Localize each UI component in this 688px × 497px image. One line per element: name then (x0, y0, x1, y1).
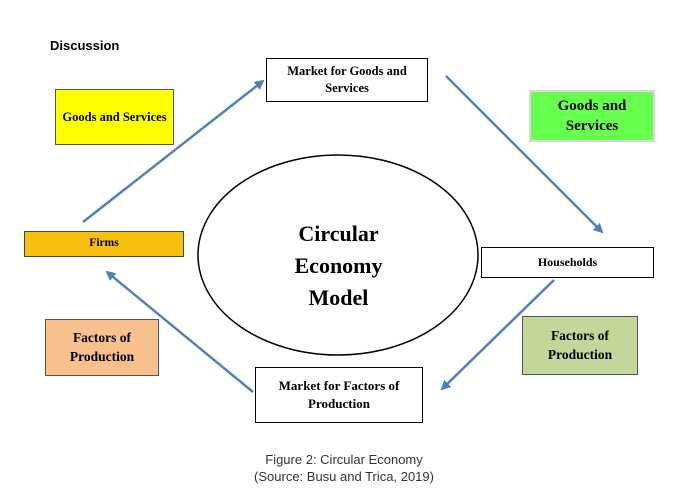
goods-services-label-left: Goods and Services (55, 89, 174, 145)
arrow-firms-to-market-goods (82, 79, 265, 223)
center-circle (197, 154, 479, 356)
arrow-households-to-market-factors (440, 279, 555, 391)
households-node: Households (481, 247, 654, 278)
caption-source: (Source: Busu and Trica, 2019) (254, 469, 434, 484)
goods-services-label-right: Goods and Services (529, 90, 655, 142)
arrow-market-factors-to-firms (105, 270, 254, 393)
center-title-line: Economy (294, 253, 383, 278)
discussion-heading: Discussion (50, 38, 120, 53)
factors-production-label-left: Factors of Production (45, 319, 159, 376)
factors-production-label-right: Factors of Production (522, 316, 638, 375)
figure-caption: Figure 2: Circular Economy (Source: Busu… (0, 451, 688, 485)
arrow-market-goods-to-households (445, 75, 604, 234)
center-title-line: Model (308, 285, 369, 310)
caption-title: Figure 2: Circular Economy (265, 452, 423, 467)
center-title: Circular Economy Model (198, 170, 479, 362)
firms-node: Firms (24, 231, 184, 257)
market-factors-node: Market for Factors of Production (255, 367, 423, 423)
center-title-line: Circular (298, 221, 379, 246)
market-goods-node: Market for Goods and Services (266, 58, 428, 102)
